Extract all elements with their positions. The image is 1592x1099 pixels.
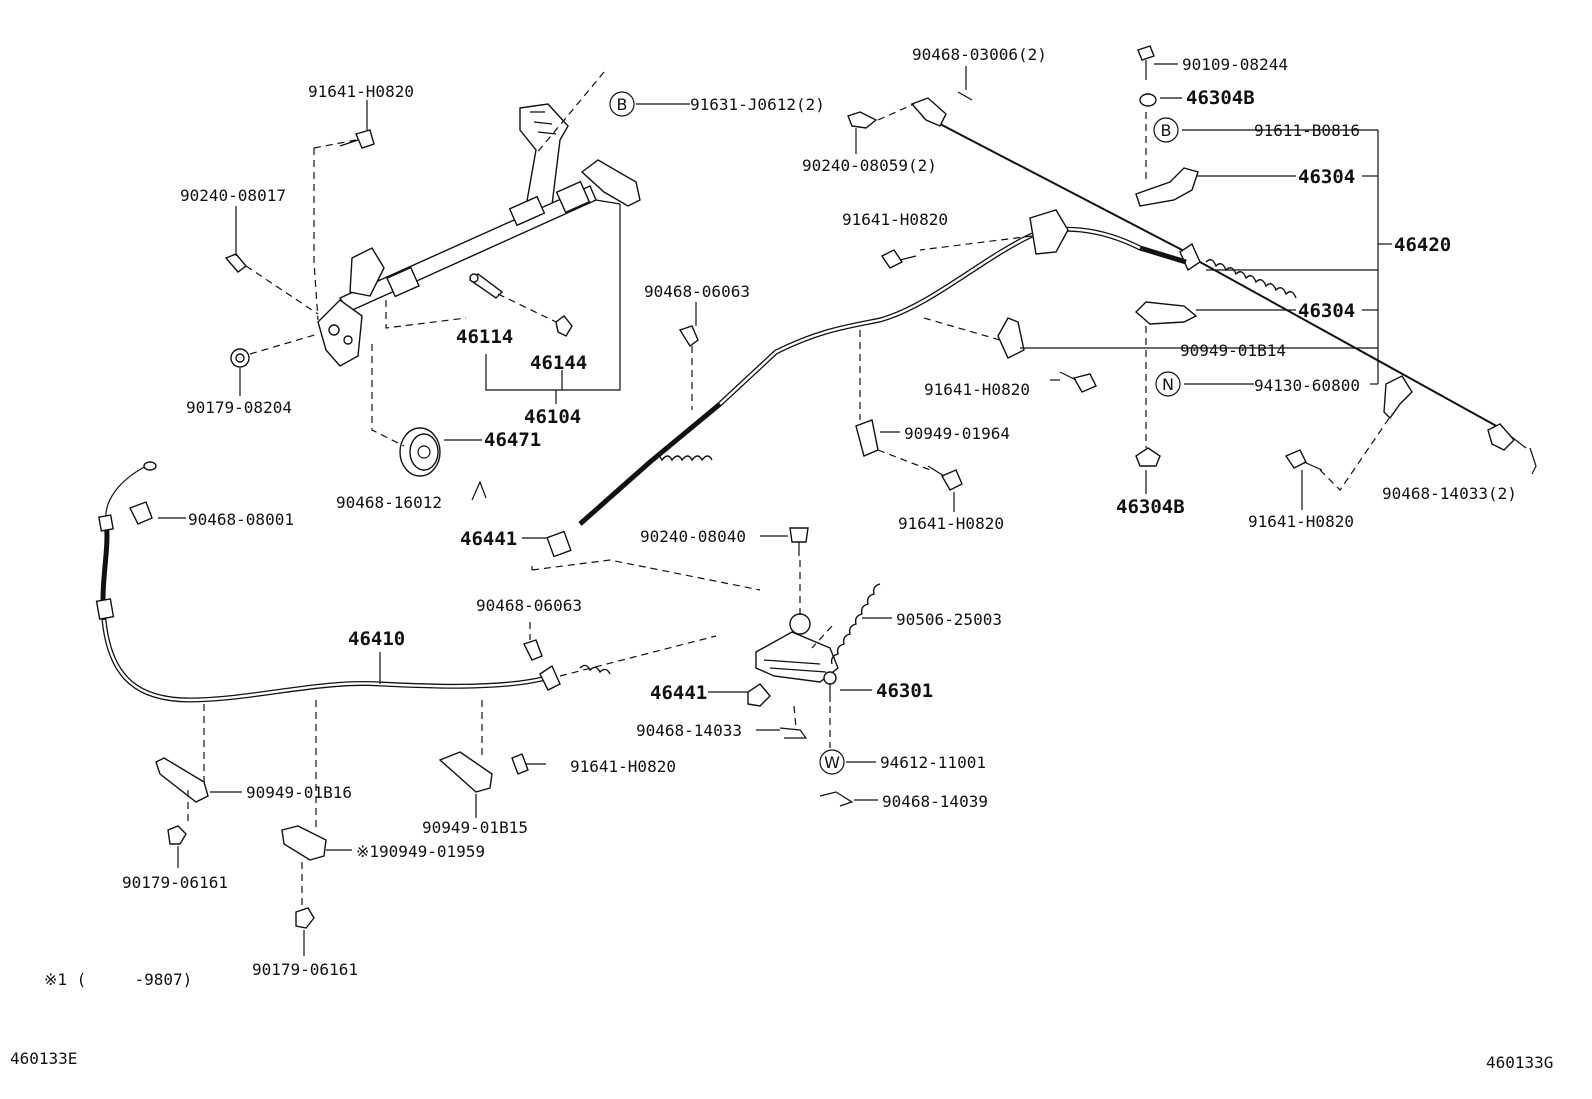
label-90506-25003: 90506-25003 bbox=[896, 610, 1002, 629]
group-bracket-46104 bbox=[485, 199, 621, 404]
label-90468-14033-a: 90468-14033(2) bbox=[1382, 484, 1517, 503]
svg-text:N: N bbox=[1162, 375, 1174, 394]
label-91641-h0820-b: 91641-H0820 bbox=[842, 210, 948, 229]
lever-leader-lines bbox=[245, 71, 605, 447]
marker-b-1: B bbox=[609, 91, 635, 117]
label-90179-06161-a: 90179-06161 bbox=[122, 873, 228, 892]
label-90109-08244: 90109-08244 bbox=[1182, 55, 1288, 74]
label-91611-b0816: 91611-B0816 bbox=[1254, 121, 1360, 140]
label-90468-14039: 90468-14039 bbox=[882, 792, 988, 811]
label-46104: 46104 bbox=[524, 406, 581, 428]
label-90468-03006: 90468-03006(2) bbox=[912, 45, 1047, 64]
marker-b-2: B bbox=[1153, 117, 1179, 143]
label-90240-08040: 90240-08040 bbox=[640, 527, 746, 546]
parking-brake-lever-assembly bbox=[224, 103, 641, 501]
figure-id-left: 460133E bbox=[10, 1049, 77, 1068]
footnote: ※1 ( -9807) bbox=[44, 970, 192, 989]
label-90240-08059: 90240-08059(2) bbox=[802, 156, 937, 175]
label-91631-j0612: 91631-J0612(2) bbox=[690, 95, 825, 114]
label-46441-b: 46441 bbox=[650, 682, 707, 704]
svg-text:B: B bbox=[1161, 121, 1172, 140]
label-46471: 46471 bbox=[484, 429, 541, 451]
part-labels: 91641-H0820 91631-J0612(2) 90240-08017 4… bbox=[10, 45, 1553, 1072]
rear-cable-right bbox=[847, 45, 1537, 491]
label-46144: 46144 bbox=[530, 352, 587, 374]
svg-text:W: W bbox=[824, 753, 840, 772]
label-46304-a: 46304 bbox=[1298, 166, 1355, 188]
label-46441-a: 46441 bbox=[460, 528, 517, 550]
marker-n: N bbox=[1155, 371, 1181, 397]
label-90240-08017: 90240-08017 bbox=[180, 186, 286, 205]
label-91641-h0820-d: 91641-H0820 bbox=[898, 514, 1004, 533]
label-46410: 46410 bbox=[348, 628, 405, 650]
label-90949-01b14: 90949-01B14 bbox=[1180, 341, 1286, 360]
label-94612-11001: 94612-11001 bbox=[880, 753, 986, 772]
label-91641-h0820-f: 91641-H0820 bbox=[570, 757, 676, 776]
label-46304-b: 46304 bbox=[1298, 300, 1355, 322]
label-46420: 46420 bbox=[1394, 234, 1451, 256]
label-94130-60800: 94130-60800 bbox=[1254, 376, 1360, 395]
label-46114: 46114 bbox=[456, 326, 513, 348]
marker-w: W bbox=[819, 749, 845, 775]
figure-id-right: 460133G bbox=[1486, 1053, 1553, 1072]
label-90468-16012: 90468-16012 bbox=[336, 493, 442, 512]
svg-text:B: B bbox=[617, 95, 628, 114]
label-90949-01b16: 90949-01B16 bbox=[246, 783, 352, 802]
label-leader-lines bbox=[158, 63, 1392, 956]
label-91641-h0820-e: 91641-H0820 bbox=[1248, 512, 1354, 531]
label-90179-08204: 90179-08204 bbox=[186, 398, 292, 417]
label-91641-h0820-c: 91641-H0820 bbox=[924, 380, 1030, 399]
rear-cable-left bbox=[95, 461, 717, 929]
label-90949-01b15: 90949-01B15 bbox=[422, 818, 528, 837]
label-46301: 46301 bbox=[876, 680, 933, 702]
label-46304b-bottom: 46304B bbox=[1116, 496, 1185, 518]
label-90468-06063-a: 90468-06063 bbox=[644, 282, 750, 301]
label-90468-08001: 90468-08001 bbox=[188, 510, 294, 529]
label-90468-06063-b: 90468-06063 bbox=[476, 596, 582, 615]
label-46304b-top: 46304B bbox=[1186, 87, 1255, 109]
equalizer-assembly bbox=[531, 527, 881, 807]
label-91641-h0820-a: 91641-H0820 bbox=[308, 82, 414, 101]
label-90179-06161-b: 90179-06161 bbox=[252, 960, 358, 979]
label-90468-14033-b: 90468-14033 bbox=[636, 721, 742, 740]
label-90949-01959: ※190949-01959 bbox=[356, 842, 485, 861]
front-cable bbox=[546, 209, 1187, 558]
label-90949-01964: 90949-01964 bbox=[904, 424, 1010, 443]
